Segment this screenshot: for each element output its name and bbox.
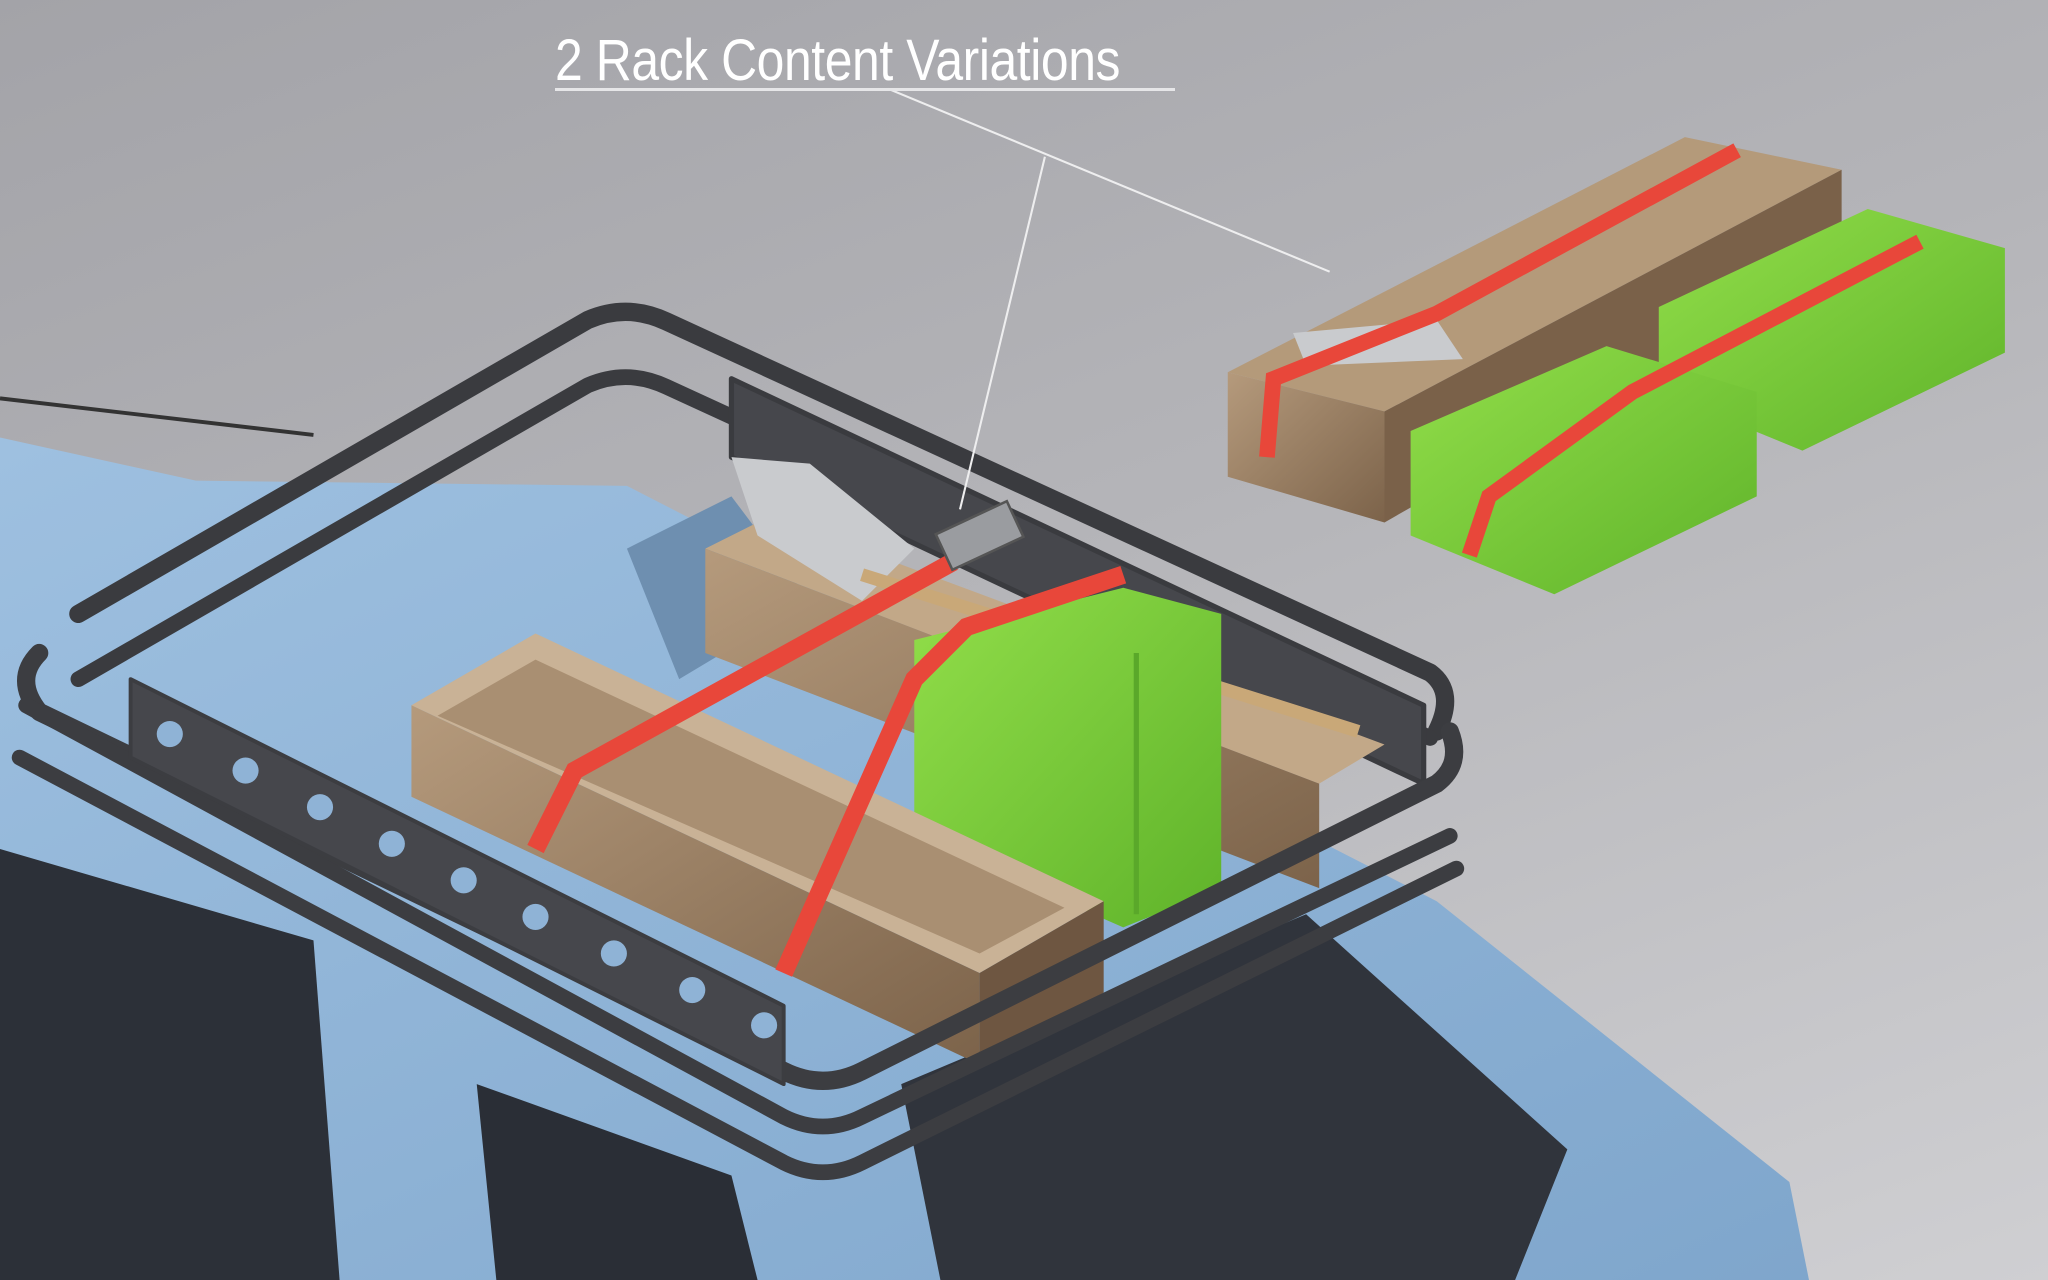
- rear-window: [901, 914, 1568, 1280]
- annotation-underline: [555, 88, 1175, 91]
- ratchet-straps-rack: [527, 553, 1127, 977]
- windshield: [0, 848, 340, 1280]
- shovel-blade: [731, 457, 915, 601]
- antenna: [0, 396, 314, 437]
- jerry-cans-rack: [914, 587, 1222, 928]
- annotation-leader-lines: [887, 87, 1331, 510]
- side-window: [476, 1084, 758, 1280]
- ratchet-buckle: [934, 499, 1026, 572]
- variation-straps: [1259, 143, 1924, 558]
- rack-holes: [156, 720, 778, 1039]
- annotation-title: 2 Rack Content Variations: [555, 28, 1121, 93]
- variation-jerry-cans: [1410, 208, 2005, 595]
